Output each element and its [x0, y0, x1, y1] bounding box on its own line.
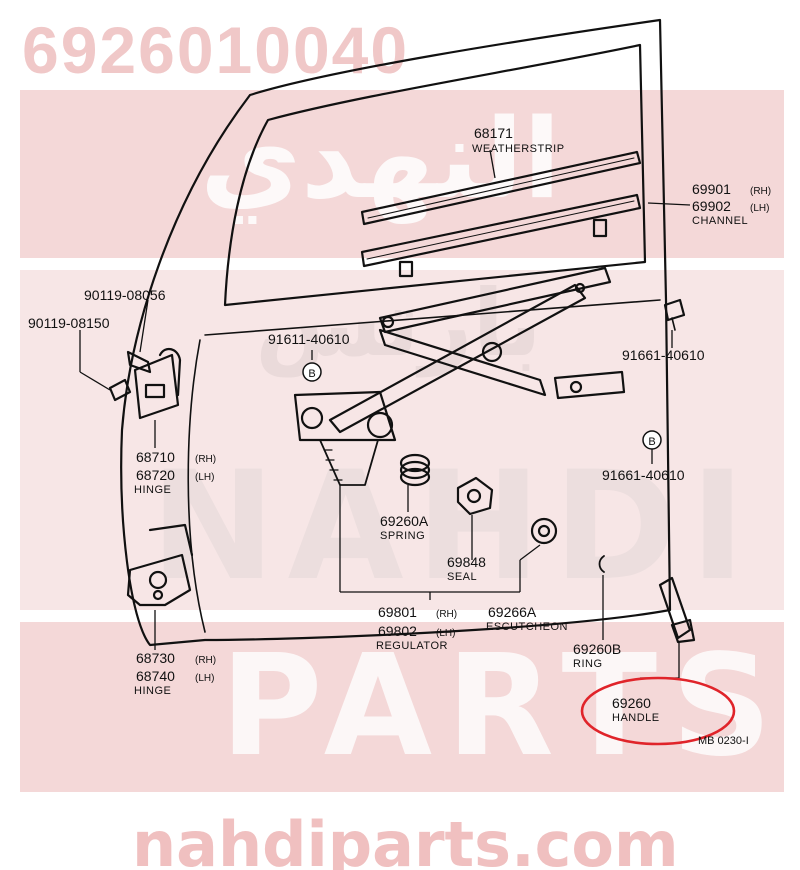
- part-suffix-label: (LH): [195, 472, 214, 483]
- part-number-label: 68740: [136, 668, 175, 684]
- part-number-label: 69260: [612, 695, 651, 711]
- part-suffix-label: (RH): [436, 609, 457, 620]
- bolt-marker-text: B: [648, 436, 655, 448]
- handle-highlight-circle: [580, 676, 736, 746]
- window-frame: [223, 43, 647, 307]
- part-number-label: 69266A: [488, 604, 537, 620]
- door-inner-panel: [187, 299, 661, 633]
- watermark-parts-en: PARTS: [220, 625, 786, 788]
- weatherstrip-part: [360, 150, 642, 226]
- part-suffix-label: (RH): [195, 454, 216, 465]
- part-suffix-label: (LH): [195, 673, 214, 684]
- watermark-part-number: 6926010040: [22, 13, 410, 87]
- part-number-label: 68730: [136, 650, 175, 666]
- part-suffix-label: (LH): [750, 203, 769, 214]
- bolt-marker-91611: B: [302, 362, 322, 382]
- part-suffix-label: (LH): [436, 628, 455, 639]
- part-number-label: 91661-40610: [602, 467, 685, 483]
- part-number-label: 69801: [378, 604, 417, 620]
- callout-handle[interactable]: 69260 HANDLE: [580, 676, 736, 746]
- part-caption-label: CHANNEL: [692, 215, 748, 227]
- part-caption-label: WEATHERSTRIP: [472, 143, 565, 155]
- part-number-label: 68710: [136, 449, 175, 465]
- callout-channel: 69901 (RH) 69902 (LH) CHANNEL: [692, 181, 771, 227]
- part-suffix-label: (RH): [750, 186, 771, 197]
- part-caption-label: SPRING: [380, 530, 425, 542]
- callout-hinge-lower: 68730 (RH) 68740 (LH) HINGE: [134, 650, 216, 697]
- handle-part: [658, 576, 696, 644]
- part-caption-label: RING: [573, 658, 603, 670]
- part-caption-label: HINGE: [134, 484, 171, 496]
- watermark-site: nahdiparts.com: [132, 808, 679, 870]
- hinge-upper-part: [133, 347, 182, 420]
- part-number-label: 69802: [378, 623, 417, 639]
- part-number-label: 91661-40610: [622, 347, 705, 363]
- bolt-lower-hinge: [108, 378, 132, 402]
- callout-weatherstrip: 68171 WEATHERSTRIP: [472, 125, 565, 155]
- bolt-marker-text: B: [308, 368, 315, 380]
- part-number-label: 69260B: [573, 641, 621, 657]
- hinge-lower-part: [126, 523, 194, 607]
- part-number-label: 69902: [692, 198, 731, 214]
- ring-part: [598, 555, 605, 573]
- watermark-arabic-brand: النهدي: [200, 95, 561, 223]
- part-caption-label: REGULATOR: [376, 640, 448, 652]
- callout-regulator: 69801 (RH) 69802 (LH) REGULATOR: [376, 604, 457, 652]
- part-number-label: 90119-08056: [84, 287, 166, 303]
- part-caption-label: HANDLE: [612, 712, 660, 724]
- diagram-code: MB 0230-I: [698, 735, 749, 747]
- bolt-marker-91661: B: [642, 430, 662, 450]
- regulator-part: [293, 266, 626, 486]
- callout-spring: 69260A SPRING: [380, 513, 429, 542]
- part-number-label: 69848: [447, 554, 486, 570]
- part-caption-label: HINGE: [134, 685, 171, 697]
- door-outline: [120, 18, 672, 647]
- watermark-band-bottom: [20, 622, 784, 792]
- callout-ring: 69260B RING: [573, 641, 621, 670]
- seal-part: [456, 476, 494, 516]
- part-caption-label: ESCUTCHEON: [486, 621, 568, 633]
- part-number-label: 69901: [692, 181, 731, 197]
- callout-seal: 69848 SEAL: [447, 554, 486, 583]
- part-number-label: 69260A: [380, 513, 429, 529]
- bolt-upper-hinge: [126, 350, 152, 374]
- escutcheon-part: [530, 517, 558, 545]
- spring-part: [399, 453, 431, 487]
- bolt-channel: [663, 298, 686, 331]
- part-suffix-label: (RH): [195, 655, 216, 666]
- part-caption-label: SEAL: [447, 571, 477, 583]
- channel-part: [360, 193, 642, 278]
- part-number-label: 91611-40610: [268, 331, 350, 347]
- watermark-band-top: [20, 90, 784, 258]
- callout-hinge-upper: 68710 (RH) 68720 (LH) HINGE: [134, 449, 216, 496]
- watermark-brand-en: NAHDI: [150, 440, 758, 614]
- callout-escutcheon: 69266A ESCUTCHEON: [486, 604, 568, 633]
- part-number-label: 68171: [474, 125, 513, 141]
- part-number-label: 90119-08150: [28, 315, 110, 331]
- part-number-label: 68720: [136, 467, 175, 483]
